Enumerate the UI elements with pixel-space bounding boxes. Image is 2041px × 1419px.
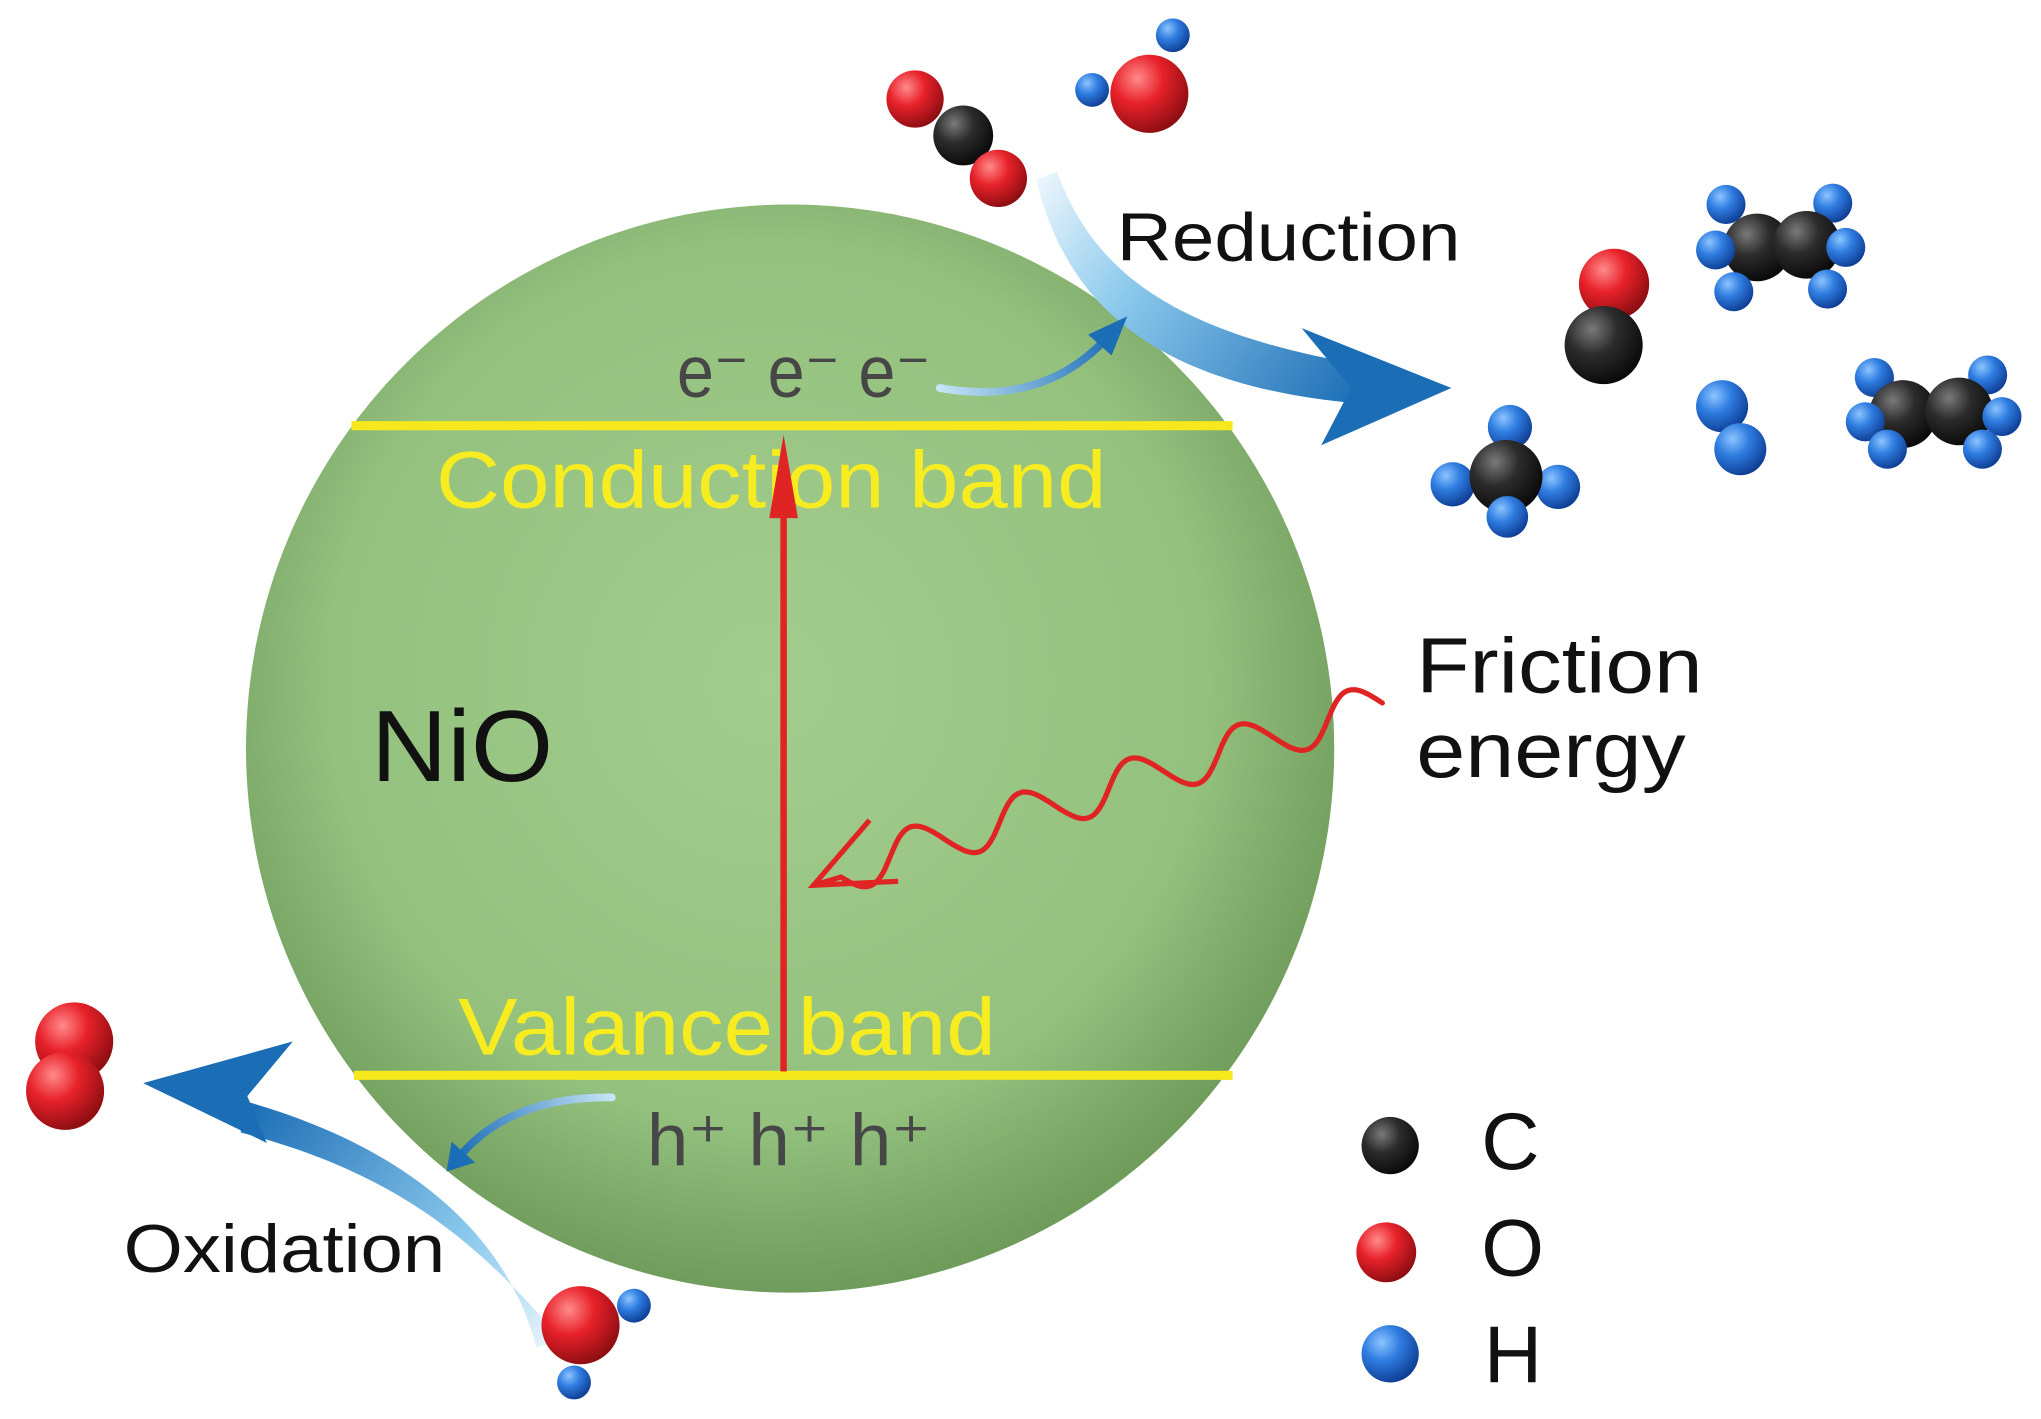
hydrogen-atom: [557, 1365, 591, 1400]
hydrogen-molecule-icon: [1696, 380, 1767, 476]
ethane-molecule-icon: [1696, 183, 1866, 312]
friction-energy-wave-icon: [807, 687, 1385, 890]
atom-legend: C O H: [1356, 1097, 1544, 1400]
hydrogen-atom: [1826, 227, 1866, 267]
hydrogen-atom: [1535, 464, 1581, 510]
hydrogen-atom: [1696, 380, 1749, 433]
hydrogen-atom: [1155, 18, 1190, 53]
water-molecule-icon: [541, 1286, 651, 1400]
co-molecule-icon: [1564, 248, 1650, 385]
oxygen-atom: [26, 1051, 105, 1130]
hydrogen-atom: [1867, 429, 1907, 469]
reduction-label: Reduction: [1117, 200, 1461, 275]
hydrogen-legend-label: H: [1484, 1310, 1542, 1400]
hydrogen-atom: [1813, 183, 1853, 223]
reduction-arrow-body: [1036, 171, 1361, 404]
oxidation-label: Oxidation: [124, 1212, 446, 1287]
methane-molecule-icon: [1430, 404, 1581, 538]
legend-item-hydrogen: H: [1361, 1310, 1542, 1400]
holes-label: h⁺ h⁺ h⁺: [647, 1100, 931, 1181]
excitation-arrow-icon: [769, 434, 798, 1072]
hole-transfer-arrow-head: [446, 1141, 476, 1172]
carbon-legend-label: C: [1481, 1097, 1539, 1187]
legend-item-oxygen: O: [1356, 1204, 1544, 1294]
hydrogen-atom: [1486, 496, 1529, 538]
carbon-legend-swatch: [1361, 1116, 1419, 1175]
electron-transfer-arrow-icon: [935, 316, 1128, 396]
oxidation-flow-arrow-icon: [143, 1041, 563, 1348]
hydrogen-legend-swatch: [1361, 1325, 1419, 1383]
friction-energy-label-line2: energy: [1416, 706, 1685, 794]
oxygen-molecule-icon: [26, 1002, 114, 1130]
oxygen-atom: [541, 1286, 620, 1365]
particle-label: NiO: [371, 689, 553, 803]
excitation-arrow-head: [769, 434, 798, 519]
oxygen-legend-swatch: [1356, 1222, 1417, 1283]
hydrogen-atom: [1714, 423, 1767, 476]
oxygen-atom: [1578, 248, 1650, 320]
carbon-atom: [1469, 440, 1543, 513]
friction-wave-arrowhead: [807, 818, 899, 889]
hole-transfer-arrow-icon: [446, 1093, 616, 1172]
carbon-atom: [1723, 213, 1792, 282]
hydrogen-atom: [1962, 429, 2002, 469]
hole-transfer-arrow-line: [459, 1093, 616, 1156]
hydrogen-atom: [1696, 230, 1736, 270]
water-molecule-icon: [1075, 18, 1190, 133]
hydrogen-atom: [1845, 402, 1885, 442]
oxidation-arrow-body: [240, 1099, 563, 1348]
reduction-flow-arrow-icon: [1036, 171, 1452, 446]
electron-transfer-arrow-line: [935, 337, 1108, 396]
carbon-atom: [933, 105, 994, 166]
hydrogen-atom: [1075, 72, 1110, 107]
hydrogen-atom: [1706, 184, 1746, 224]
carbon-atom: [1772, 210, 1841, 279]
nio-particle-sphere: [246, 204, 1335, 1293]
friction-energy-label-line1: Friction: [1416, 622, 1702, 710]
oxygen-atom: [969, 149, 1028, 208]
carbon-atom: [1564, 305, 1643, 385]
reduction-arrow-head: [1301, 328, 1452, 446]
valence-band-label: Valance band: [458, 982, 996, 1072]
hydrogen-atom: [1430, 462, 1475, 507]
co2-molecule-icon: [886, 70, 1028, 208]
legend-item-carbon: C: [1361, 1097, 1540, 1187]
oxygen-atom: [1110, 54, 1189, 133]
hydrogen-atom: [1714, 272, 1754, 312]
hydrogen-atom: [1982, 397, 2022, 437]
oxidation-arrow-head: [143, 1041, 293, 1143]
oxygen-legend-label: O: [1481, 1204, 1544, 1294]
ethane-molecule-icon: [1845, 355, 2022, 469]
carbon-atom: [1925, 377, 1993, 446]
electron-transfer-arrow-head: [1088, 316, 1128, 356]
hydrogen-atom: [1808, 269, 1848, 309]
hydrogen-atom: [1487, 404, 1533, 450]
electrons-label: e⁻ e⁻ e⁻: [677, 332, 931, 413]
friction-wave-line: [810, 687, 1385, 890]
hydrogen-atom: [616, 1288, 651, 1323]
oxygen-atom: [886, 70, 944, 128]
